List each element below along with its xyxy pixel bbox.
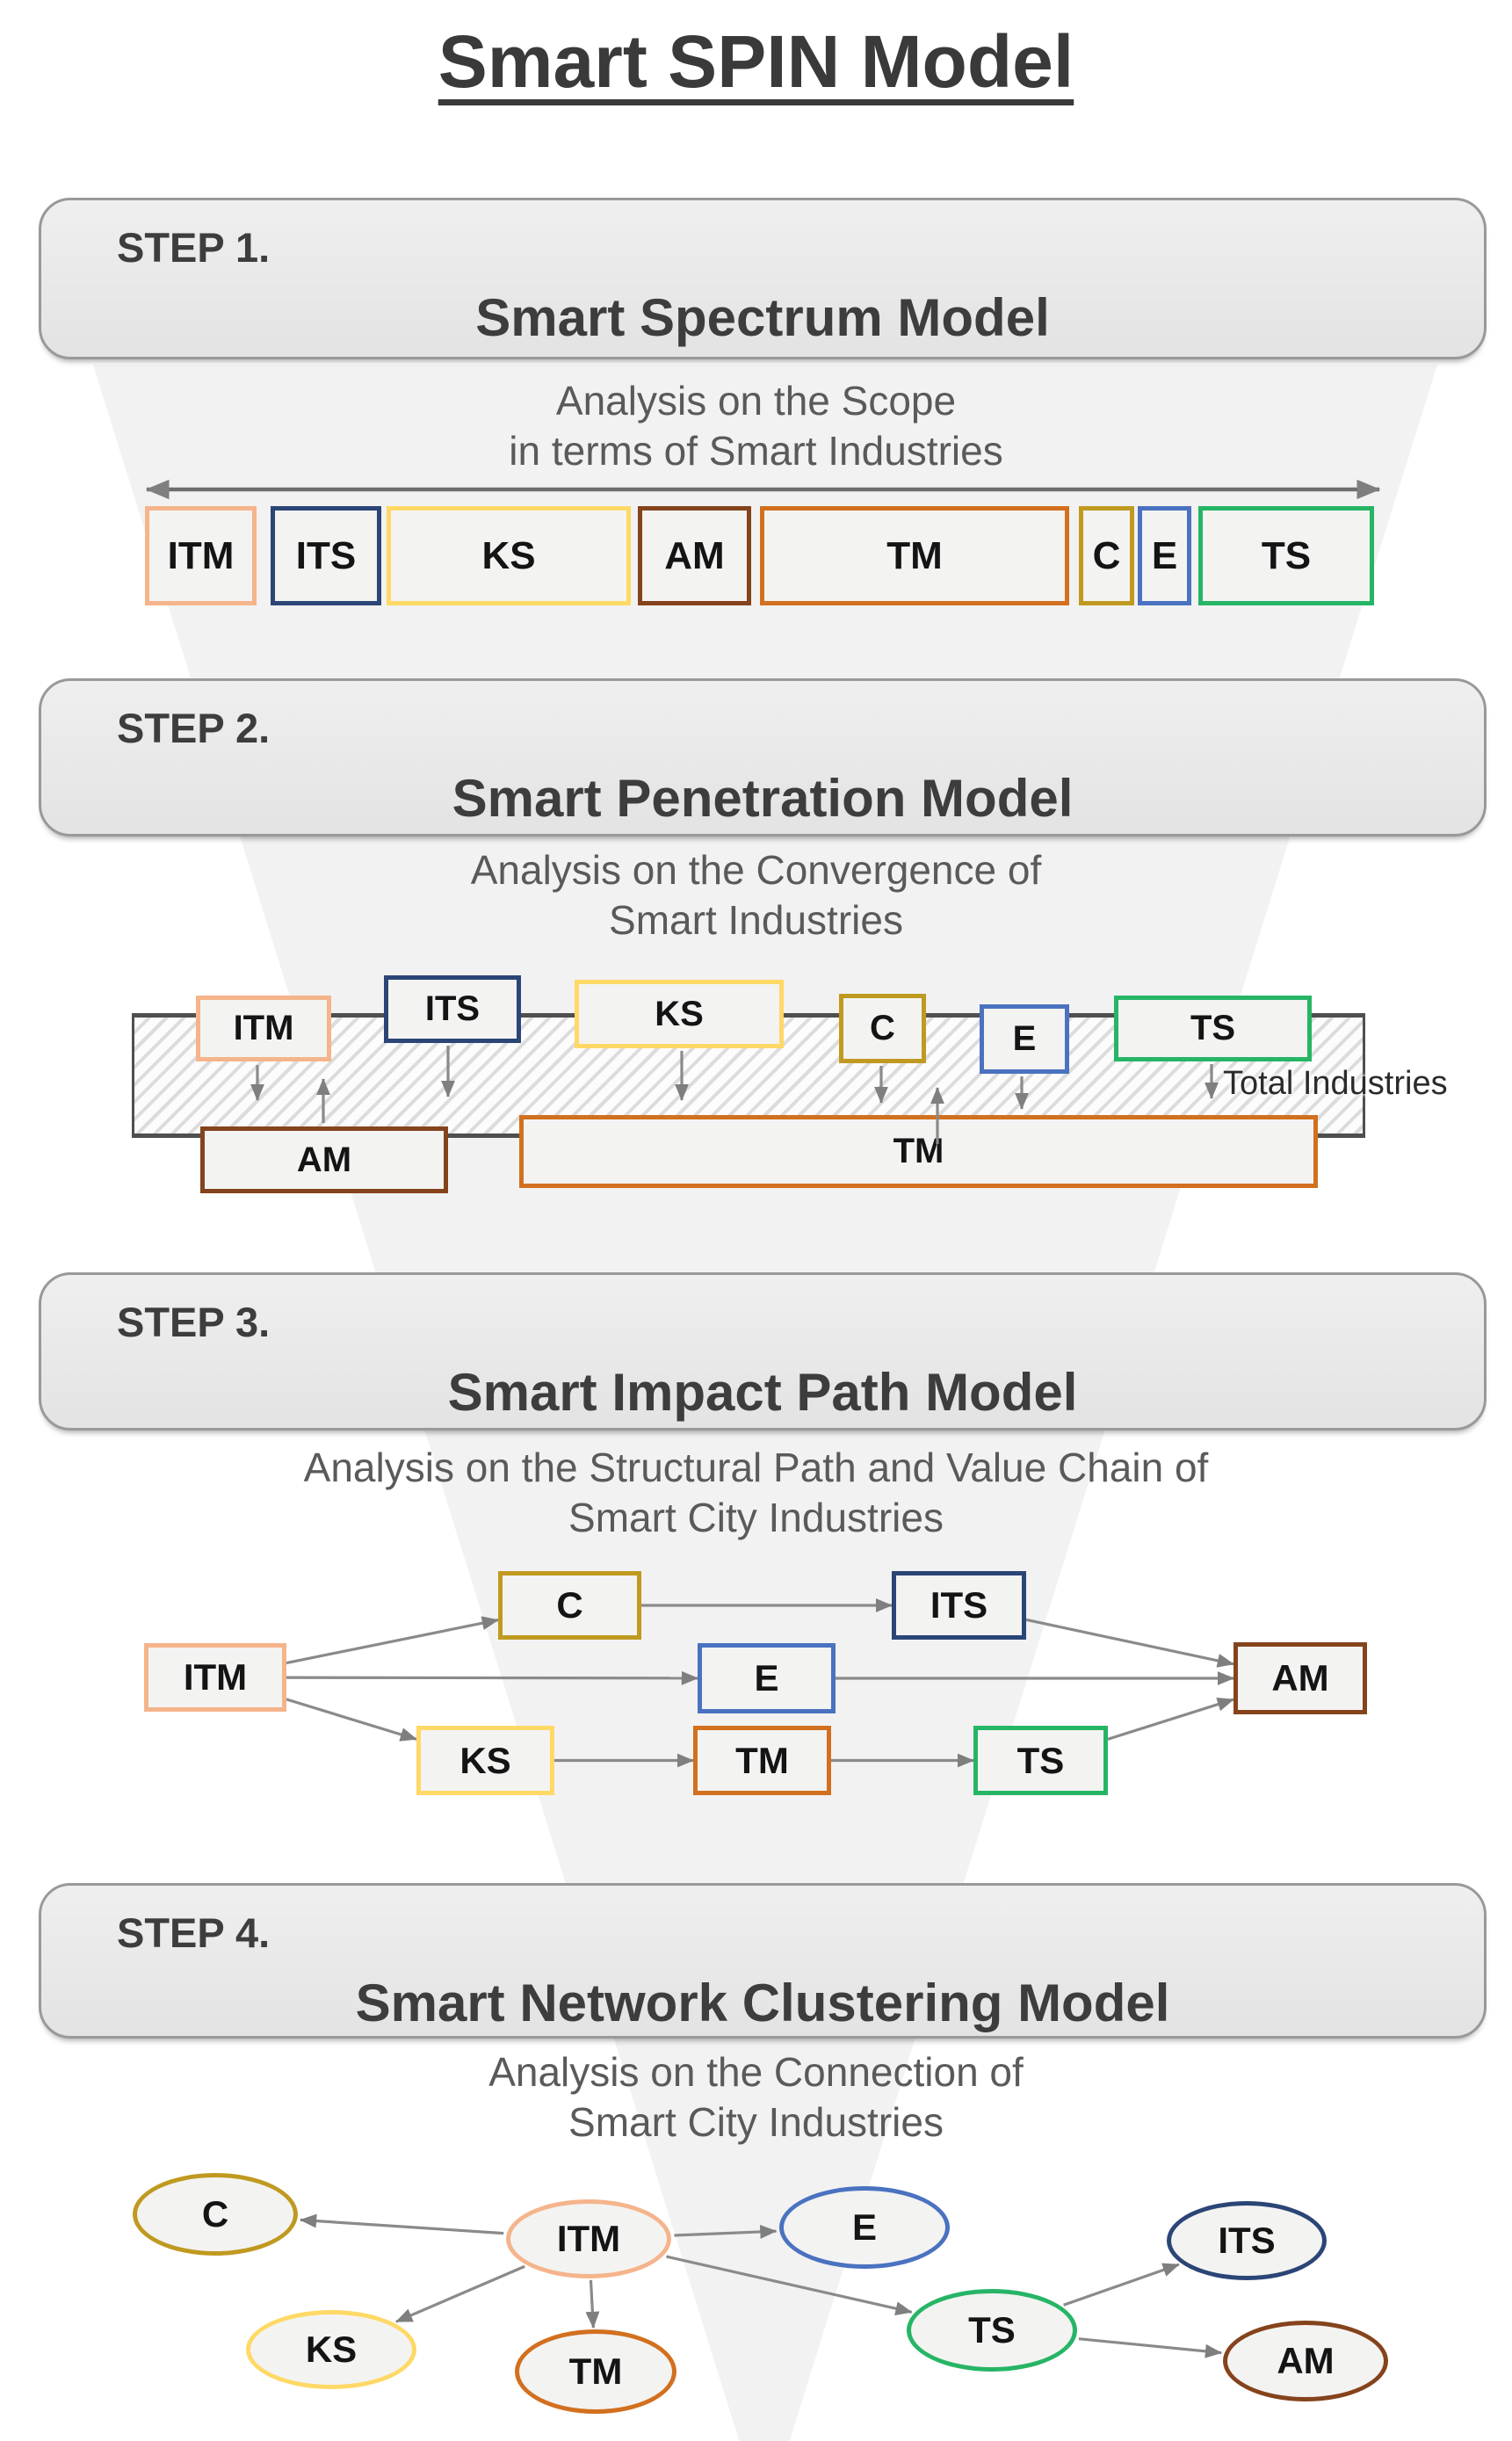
spectrum-segment-TS: TS: [1198, 506, 1374, 605]
network-node-ITM: ITM: [506, 2199, 671, 2278]
impact-node-TS: TS: [973, 1726, 1108, 1795]
step-4-header: STEP 4. Smart Network Clustering Model: [39, 1883, 1487, 2039]
penetration-node-ITM: ITM: [196, 996, 331, 1061]
impact-edge-ITM-KS: [286, 1698, 417, 1742]
network-edge-TS-AM: [1078, 2337, 1223, 2358]
step-1-title: Smart Spectrum Model: [475, 288, 1050, 347]
impact-node-TM: TM: [693, 1726, 831, 1795]
impact-node-KS: KS: [416, 1726, 554, 1795]
spectrum-segment-C: C: [1079, 506, 1134, 605]
step-2-subtitle: Analysis on the Convergence of Smart Ind…: [0, 845, 1512, 945]
penetration-node-TS: TS: [1114, 996, 1312, 1061]
impact-edge-ITM-C: [286, 1616, 499, 1665]
penetration-node-ITS: ITS: [384, 975, 521, 1043]
network-node-ITS: ITS: [1167, 2201, 1327, 2280]
network-node-TM: TM: [515, 2329, 676, 2414]
step-3-subtitle-line-1: Analysis on the Structural Path and Valu…: [303, 1445, 1209, 1490]
network-node-TS: TS: [907, 2289, 1077, 2372]
network-edge-ITM-E: [674, 2224, 778, 2239]
step-2-subtitle-line-2: Smart Industries: [609, 897, 903, 943]
impact-node-ITM: ITM: [144, 1643, 286, 1712]
spectrum-segment-ITS: ITS: [271, 506, 381, 605]
step-2-header: STEP 2. Smart Penetration Model: [39, 678, 1487, 837]
page-title: Smart SPIN Model: [0, 19, 1512, 105]
penetration-node-KS: KS: [575, 980, 784, 1048]
spectrum-segment-KS: KS: [387, 506, 631, 605]
penetration-node-E: E: [980, 1004, 1069, 1074]
spectrum-segment-E: E: [1138, 506, 1191, 605]
impact-edge-ITM-E: [286, 1670, 698, 1685]
step-4-subtitle: Analysis on the Connection of Smart City…: [0, 2047, 1512, 2148]
impact-edge-ITS-AM: [1025, 1618, 1234, 1668]
step-1-label: STEP 1.: [117, 224, 271, 271]
step-1-subtitle: Analysis on the Scope in terms of Smart …: [0, 376, 1512, 476]
step-4-subtitle-line-1: Analysis on the Connection of: [488, 2049, 1024, 2095]
step-1-subtitle-line-2: in terms of Smart Industries: [509, 428, 1003, 474]
page-title-text: Smart SPIN Model: [438, 20, 1074, 103]
impact-edge-TS-AM: [1107, 1697, 1234, 1741]
total-industries-label: Total Industries: [1223, 1065, 1448, 1102]
penetration-node-C: C: [839, 994, 926, 1063]
network-edge-TS-ITS: [1063, 2263, 1180, 2307]
network-node-C: C: [133, 2173, 298, 2256]
step-1-subtitle-line-1: Analysis on the Scope: [555, 378, 957, 424]
impact-node-AM: AM: [1233, 1642, 1367, 1714]
impact-node-E: E: [698, 1643, 836, 1713]
network-edge-ITM-C: [299, 2213, 504, 2235]
penetration-node-TM: TM: [519, 1115, 1318, 1188]
step-3-label: STEP 3.: [117, 1299, 271, 1345]
step-4-subtitle-line-2: Smart City Industries: [568, 2099, 944, 2145]
network-node-AM: AM: [1223, 2321, 1388, 2401]
step-3-header: STEP 3. Smart Impact Path Model: [39, 1272, 1487, 1431]
step-2-label: STEP 2.: [117, 705, 271, 751]
network-node-KS: KS: [246, 2310, 416, 2389]
network-edge-ITM-KS: [395, 2264, 525, 2323]
step-3-subtitle: Analysis on the Structural Path and Valu…: [0, 1443, 1512, 1543]
network-node-E: E: [779, 2186, 950, 2269]
network-edge-ITM-TM: [585, 2279, 600, 2329]
step-4-label: STEP 4.: [117, 1909, 271, 1956]
penetration-node-AM: AM: [200, 1126, 448, 1193]
spectrum-segment-TM: TM: [760, 506, 1069, 605]
impact-node-ITS: ITS: [892, 1571, 1026, 1640]
step-3-title: Smart Impact Path Model: [447, 1363, 1078, 1422]
step-2-subtitle-line-1: Analysis on the Convergence of: [470, 847, 1042, 893]
step-2-title: Smart Penetration Model: [452, 769, 1074, 828]
impact-node-C: C: [498, 1571, 641, 1640]
step-3-subtitle-line-2: Smart City Industries: [568, 1495, 944, 1540]
network-edge-ITM-TS: [666, 2255, 913, 2316]
step-4-title: Smart Network Clustering Model: [355, 1974, 1170, 2032]
spectrum-segment-ITM: ITM: [145, 506, 257, 605]
spectrum-segment-AM: AM: [638, 506, 751, 605]
step-1-header: STEP 1. Smart Spectrum Model: [39, 198, 1487, 359]
